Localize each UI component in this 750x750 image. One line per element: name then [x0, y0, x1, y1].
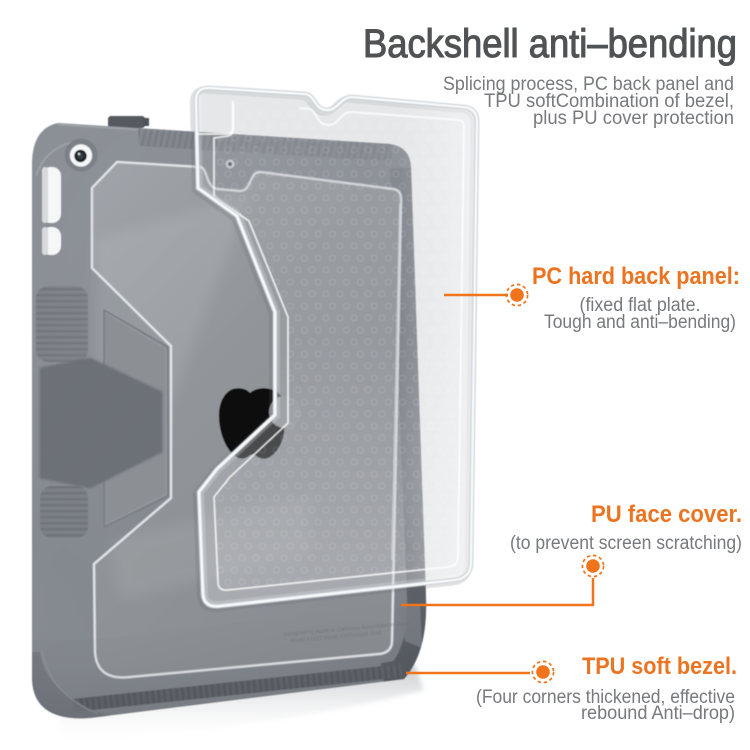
svg-text:Splicing process, PC back pane: Splicing process, PC back panel and [443, 74, 734, 95]
svg-text:(Four corners thickened, effec: (Four corners thickened, effective [476, 687, 735, 708]
svg-text:(to prevent screen scratching): (to prevent screen scratching) [510, 533, 742, 554]
svg-text:(fixed flat plate.: (fixed flat plate. [580, 295, 701, 316]
svg-text:plus PU cover protection: plus PU cover protection [533, 108, 734, 129]
svg-text:TPU softCombination of bezel,: TPU softCombination of bezel, [484, 91, 734, 112]
svg-text:rebound Anti–drop): rebound Anti–drop) [581, 703, 735, 724]
svg-text:Backshell anti–bending: Backshell anti–bending [363, 22, 737, 66]
svg-text:Tough and anti–bending): Tough and anti–bending) [544, 312, 736, 333]
svg-text:TPU soft bezel.: TPU soft bezel. [582, 653, 737, 680]
svg-text:PU face cover.: PU face cover. [591, 501, 742, 528]
svg-text:PC hard back panel:: PC hard back panel: [532, 263, 740, 290]
